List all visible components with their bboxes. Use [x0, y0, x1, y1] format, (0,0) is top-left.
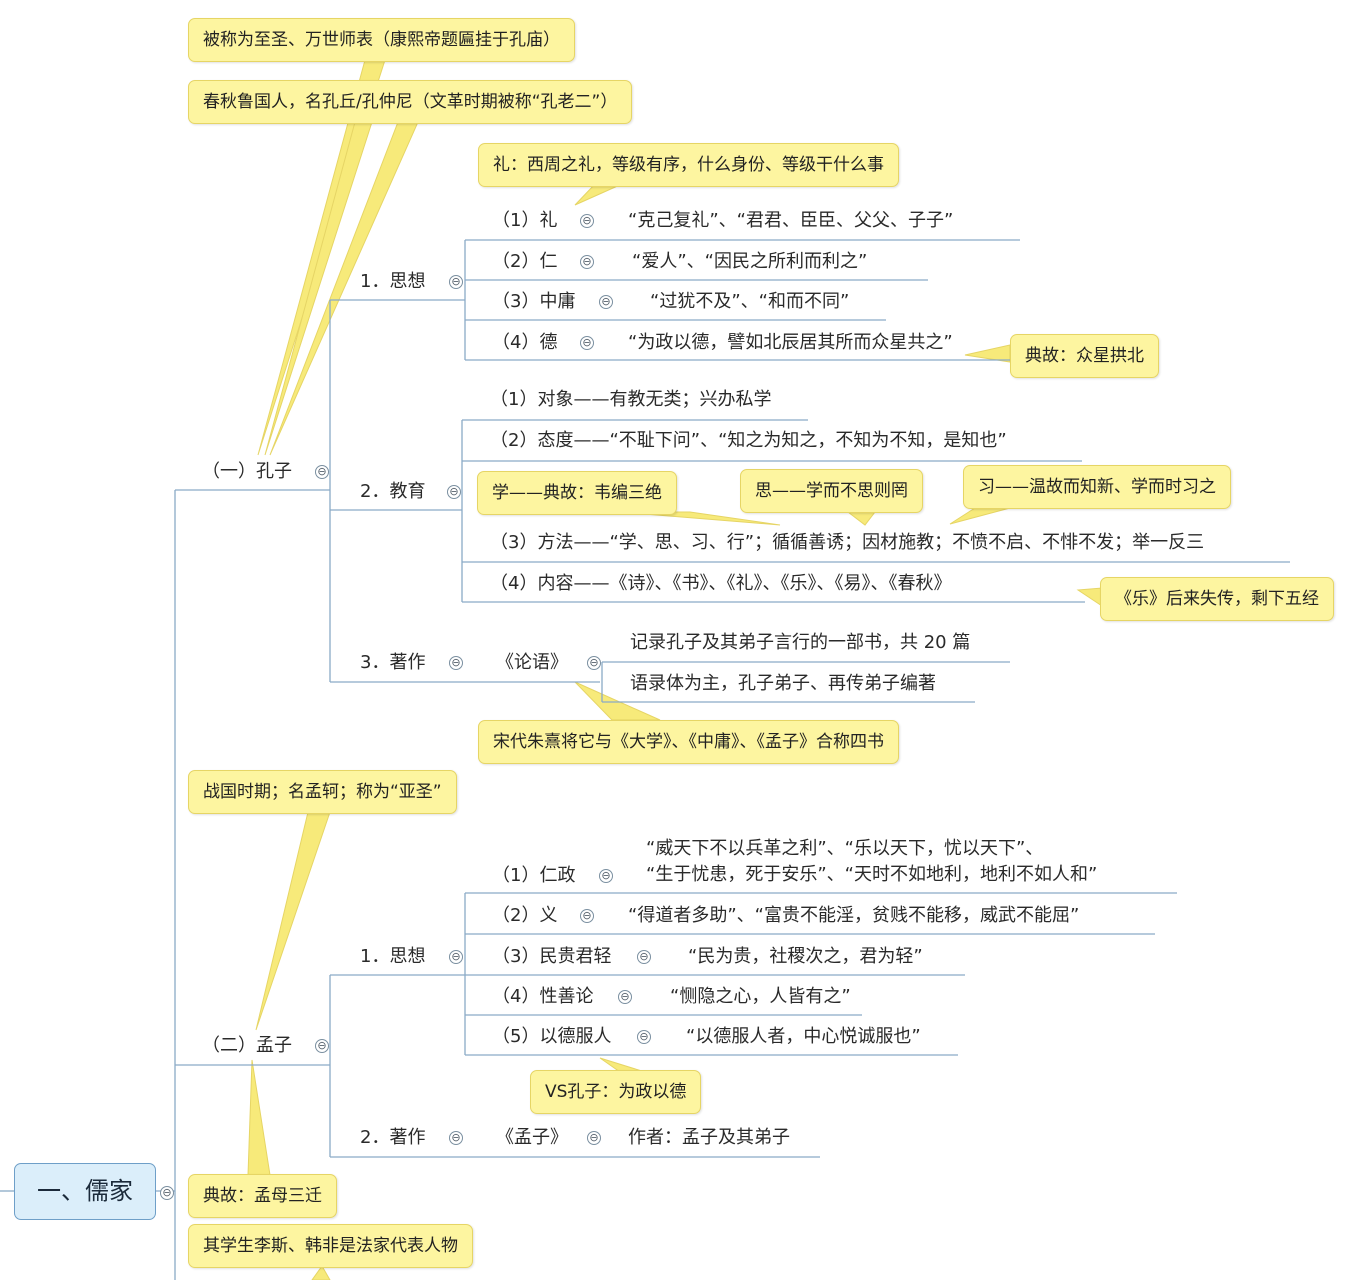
callout-mencius-era: 战国时期；名孟轲；称为“亚圣” — [188, 770, 457, 814]
callout-mencius-students: 其学生李斯、韩非是法家代表人物 — [188, 1224, 473, 1268]
node-mencius-thought[interactable]: 1．思想 — [360, 946, 426, 967]
node-confucius-education[interactable]: 2．教育 — [360, 481, 426, 502]
collapse-icon[interactable]: ⊖ — [160, 1186, 174, 1200]
node-li-detail[interactable]: “克己复礼”、“君君、臣臣、父父、子子” — [628, 210, 954, 231]
node-de[interactable]: （4）德 — [492, 332, 558, 353]
node-mencius[interactable]: （二）孟子 — [202, 1035, 292, 1056]
callout-edu-yue: 《乐》后来失传，剩下五经 — [1100, 577, 1334, 621]
collapse-icon[interactable]: ⊖ — [637, 950, 651, 964]
callout-edu-xi: 习——温故而知新、学而时习之 — [963, 465, 1231, 509]
node-renzheng-detail-2[interactable]: “生于忧患，死于安乐”、“天时不如地利，地利不如人和” — [646, 864, 1098, 885]
collapse-icon[interactable]: ⊖ — [599, 869, 613, 883]
collapse-icon[interactable]: ⊖ — [580, 909, 594, 923]
node-edu-object[interactable]: （1）对象——有教无类；兴办私学 — [490, 389, 772, 410]
collapse-icon[interactable]: ⊖ — [315, 465, 329, 479]
node-mencius-book[interactable]: 《孟子》 — [496, 1127, 568, 1148]
node-xingshan-detail[interactable]: “恻隐之心，人皆有之” — [670, 986, 851, 1007]
collapse-icon[interactable]: ⊖ — [447, 485, 461, 499]
callout-tail — [255, 811, 331, 1031]
collapse-icon[interactable]: ⊖ — [449, 275, 463, 289]
callout-edu-si: 思——学而不思则罔 — [740, 469, 923, 513]
node-minguijunqing[interactable]: （3）民贵君轻 — [492, 946, 612, 967]
callout-tail — [264, 121, 373, 456]
collapse-icon[interactable]: ⊖ — [587, 1131, 601, 1145]
callout-tail — [574, 183, 623, 206]
node-yidefuren[interactable]: （5）以德服人 — [492, 1026, 612, 1047]
node-xingshan[interactable]: （4）性善论 — [492, 986, 594, 1007]
callout-tail — [1076, 587, 1103, 607]
callout-tail — [949, 507, 1011, 525]
node-confucius-works[interactable]: 3．著作 — [360, 652, 426, 673]
node-minguijunqing-detail[interactable]: “民为贵，社稷次之，君为轻” — [688, 946, 923, 967]
collapse-icon[interactable]: ⊖ — [449, 950, 463, 964]
callout-tail — [247, 1059, 271, 1176]
node-de-detail[interactable]: “为政以德，譬如北辰居其所而众星共之” — [628, 332, 953, 353]
callout-confucius-origin: 春秋鲁国人，名孔丘/孔仲尼（文革时期被称“孔老二”） — [188, 80, 633, 124]
node-yi-detail[interactable]: “得道者多助”、“富贵不能淫，贫贱不能移，威武不能屈” — [628, 905, 1080, 926]
node-zhongyong-detail[interactable]: “过犹不及”、“和而不同” — [650, 291, 850, 312]
node-yidefuren-detail[interactable]: “以德服人者，中心悦诚服也” — [686, 1026, 921, 1047]
collapse-icon[interactable]: ⊖ — [599, 295, 613, 309]
collapse-icon[interactable]: ⊖ — [449, 656, 463, 670]
callout-confucius-title: 被称为至圣、万世师表（康熙帝题匾挂于孔庙） — [188, 18, 575, 62]
node-edu-attitude[interactable]: （2）态度——“不耻下问”、“知之为知之，不知为不知，是知也” — [490, 430, 1007, 451]
callout-mencius-story: 典故：孟母三迁 — [188, 1174, 337, 1218]
callout-four-books: 宋代朱熹将它与《大学》、《中庸》、《孟子》合称四书 — [478, 720, 899, 764]
collapse-icon[interactable]: ⊖ — [580, 336, 594, 350]
node-analects[interactable]: 《论语》 — [496, 652, 568, 673]
callout-edu-xue: 学——典故：韦编三绝 — [477, 471, 677, 515]
collapse-icon[interactable]: ⊖ — [315, 1039, 329, 1053]
callout-li-note: 礼：西周之礼，等级有序，什么身份、等级干什么事 — [478, 143, 899, 187]
node-ren[interactable]: （2）仁 — [492, 251, 558, 272]
node-mencius-works[interactable]: 2．著作 — [360, 1127, 426, 1148]
node-mencius-author[interactable]: 作者：孟子及其弟子 — [628, 1127, 790, 1148]
collapse-icon[interactable]: ⊖ — [449, 1131, 463, 1145]
node-zhongyong[interactable]: （3）中庸 — [492, 291, 576, 312]
callout-tail — [846, 511, 877, 526]
node-confucius[interactable]: （一）孔子 — [202, 461, 292, 482]
node-ren-detail[interactable]: “爱人”、“因民之所利而利之” — [632, 251, 868, 272]
collapse-icon[interactable]: ⊖ — [587, 656, 601, 670]
collapse-icon[interactable]: ⊖ — [618, 990, 632, 1004]
callout-tail — [311, 1265, 331, 1280]
node-analects-detail-2[interactable]: 语录体为主，孔子弟子、再传弟子编著 — [630, 673, 936, 694]
collapse-icon[interactable]: ⊖ — [580, 255, 594, 269]
collapse-icon[interactable]: ⊖ — [637, 1030, 651, 1044]
node-edu-method[interactable]: （3）方法——“学、思、习、行”；循循善诱；因材施教；不愤不启、不悱不发；举一反… — [490, 532, 1205, 553]
node-renzheng-detail-1[interactable]: “威天下不以兵革之利”、“乐以天下，忧以天下”、 — [646, 838, 1044, 859]
callout-vs-confucius: VS孔子：为政以德 — [530, 1070, 702, 1114]
collapse-icon[interactable]: ⊖ — [580, 214, 594, 228]
node-edu-content[interactable]: （4）内容——《诗》、《书》、《礼》、《乐》、《易》、《春秋》 — [490, 573, 952, 594]
node-li[interactable]: （1）礼 — [492, 210, 558, 231]
node-yi[interactable]: （2）义 — [492, 905, 558, 926]
node-renzheng[interactable]: （1）仁政 — [492, 865, 576, 886]
root-node[interactable]: 一、儒家 — [14, 1163, 156, 1220]
node-confucius-thought[interactable]: 1．思想 — [360, 271, 426, 292]
node-analects-detail-1[interactable]: 记录孔子及其弟子言行的一部书，共 20 篇 — [630, 632, 971, 653]
callout-de-note: 典故：众星拱北 — [1010, 334, 1159, 378]
